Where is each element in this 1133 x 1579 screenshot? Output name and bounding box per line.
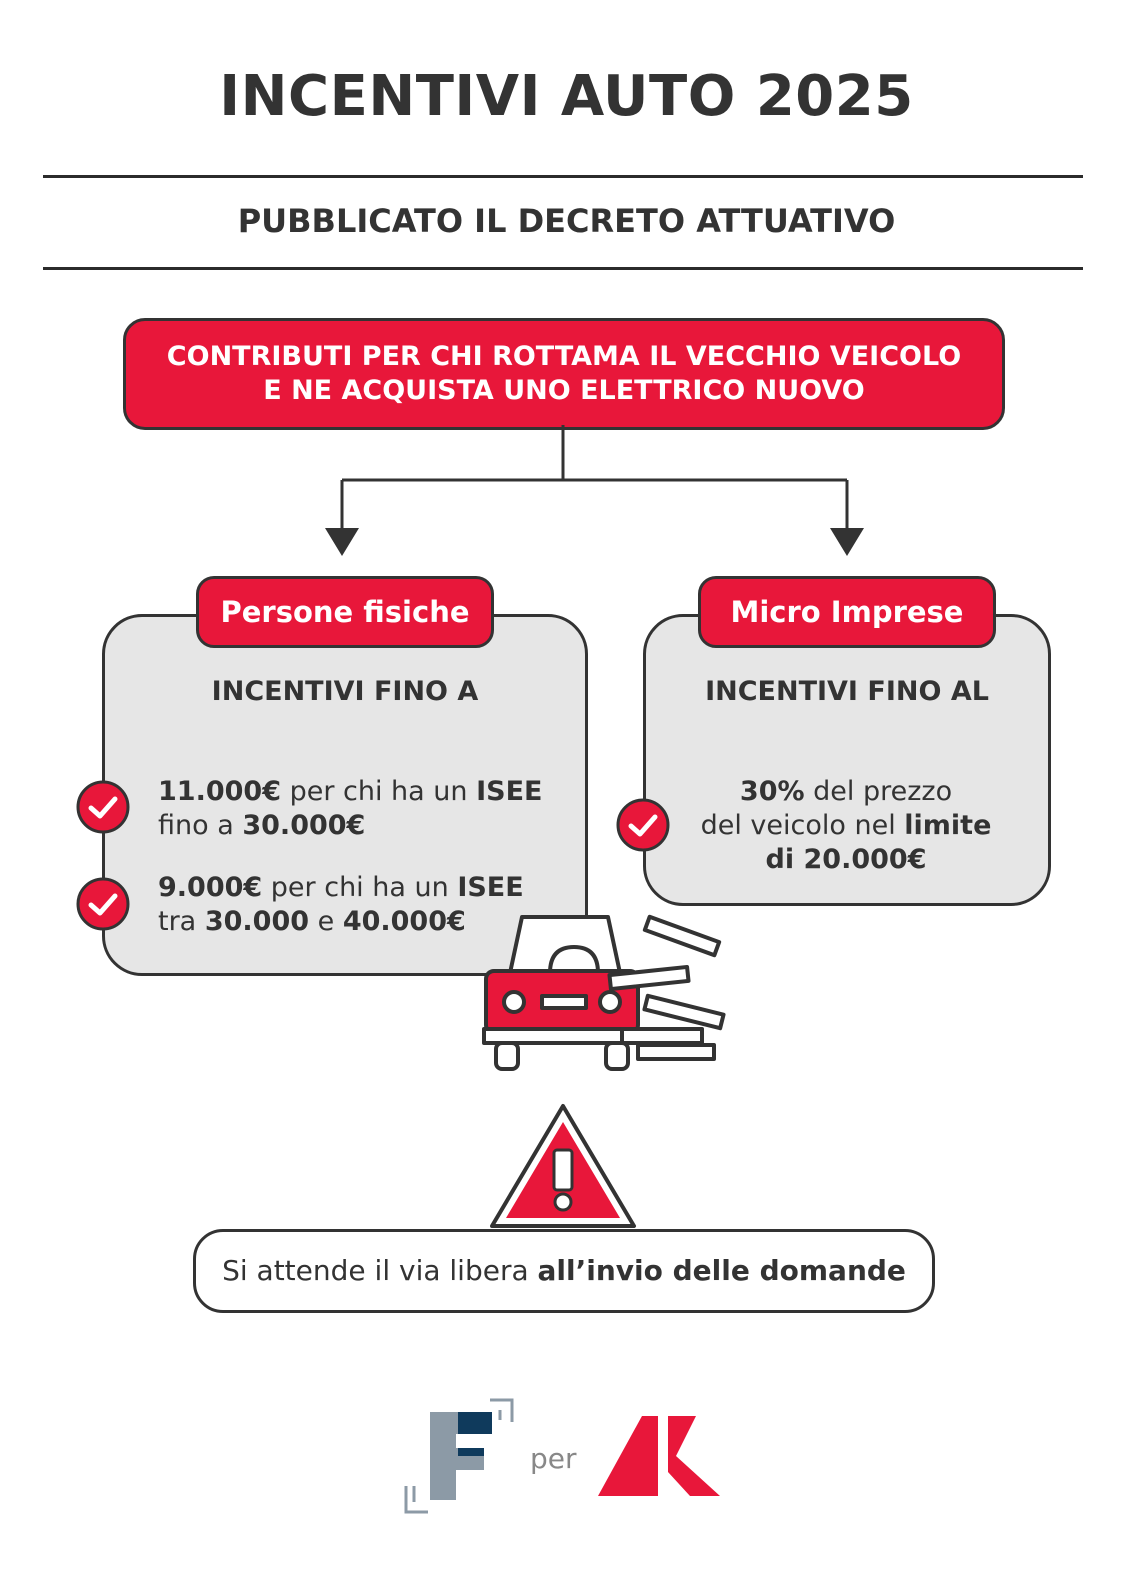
notice-text: Si attende il via libera: [222, 1254, 538, 1287]
warning-icon: [490, 1104, 636, 1228]
right-pct: 30%: [739, 776, 805, 807]
left-item-2: 9.000€ per chi ha un ISEE tra 30.000 e 4…: [158, 871, 578, 939]
left-heading: INCENTIVI FINO A: [211, 676, 479, 707]
left-item-1: 11.000€ per chi ha un ISEE fino a 30.000…: [158, 775, 578, 843]
item1-limit: 30.000€: [242, 810, 366, 841]
page-title: INCENTIVI AUTO 2025: [219, 64, 914, 129]
item2-text2: tra: [158, 906, 205, 937]
arrow-left-down: [325, 528, 359, 556]
check-icon: [76, 877, 130, 931]
scrapped-car-icon: [482, 914, 726, 1071]
item1-text: per chi ha un: [280, 776, 477, 807]
item1-isee: ISEE: [476, 776, 543, 807]
footer-per-text: per: [530, 1442, 577, 1475]
right-limit-word: limite: [904, 810, 992, 841]
divider-bottom: [43, 267, 1083, 270]
notice-box: Si attende il via libera all’invio delle…: [193, 1229, 935, 1313]
f-logo: [404, 1398, 514, 1514]
item2-text: per chi ha un: [262, 872, 458, 903]
ak-logo: [598, 1416, 720, 1496]
right-item: 30% del prezzo del veicolo nel limite di…: [670, 775, 1022, 877]
item1-amount: 11.000€: [158, 776, 281, 807]
item2-mid: e: [309, 906, 343, 937]
right-text2: del veicolo nel: [700, 810, 905, 841]
arrow-right-down: [830, 528, 864, 556]
item2-isee: ISEE: [457, 872, 524, 903]
item2-from: 30.000: [204, 906, 310, 937]
main-contribution-box: CONTRIBUTI PER CHI ROTTAMA IL VECCHIO VE…: [123, 318, 1005, 430]
item1-text2: fino a: [158, 810, 243, 841]
micro-imprese-panel: [643, 614, 1051, 906]
check-icon: [76, 780, 130, 834]
main-box-line-1: CONTRIBUTI PER CHI ROTTAMA IL VECCHIO VE…: [166, 341, 962, 372]
page-subtitle: PUBBLICATO IL DECRETO ATTUATIVO: [237, 202, 896, 240]
right-text1: del prezzo: [804, 776, 953, 807]
check-icon: [616, 798, 670, 852]
divider-top: [43, 175, 1083, 178]
main-box-line-2: E NE ACQUISTA UNO ELETTRICO NUOVO: [263, 375, 865, 406]
item2-limit: 40.000€: [342, 906, 466, 937]
notice-bold: all’invio delle domande: [537, 1254, 906, 1287]
right-limit-value: di 20.000€: [765, 844, 927, 875]
item2-amount: 9.000€: [158, 872, 263, 903]
right-heading: INCENTIVI FINO AL: [705, 676, 989, 707]
micro-imprese-tag: Micro Imprese: [698, 576, 996, 648]
persone-fisiche-tag: Persone fisiche: [196, 576, 494, 648]
